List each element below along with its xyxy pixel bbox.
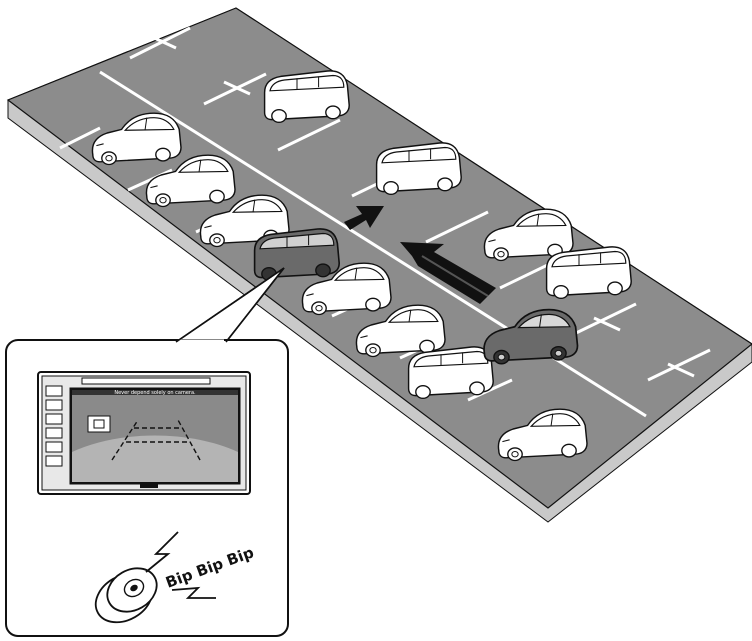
camera-view-icon: [87, 415, 111, 433]
screen-caption: Never depend solely on camera.: [114, 390, 196, 396]
pavement-surface: [6, 7, 752, 509]
top-edge-lines: [149, 34, 695, 378]
car-icon: [407, 346, 494, 400]
parking-lot: [6, 7, 752, 523]
car-icon: [253, 228, 341, 282]
guide-lines: [111, 419, 201, 461]
car-icon: [375, 142, 462, 196]
arrow-icon: [344, 206, 384, 230]
car-icon: [263, 70, 350, 124]
buzzer-icon: [94, 567, 158, 624]
movement-arrows: [344, 206, 496, 304]
sound-wave-icon: [145, 531, 216, 599]
side-buttons: [45, 385, 63, 467]
car-icon: [545, 246, 632, 300]
head-unit-icon: Never depend solely on camera.: [37, 371, 251, 495]
